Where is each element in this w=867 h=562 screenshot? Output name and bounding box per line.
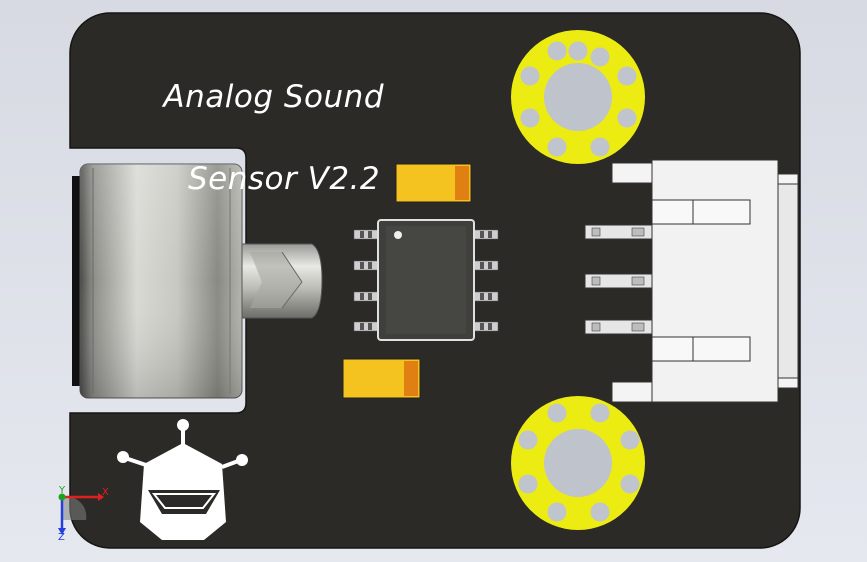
title-line-1: Analog Sound bbox=[163, 79, 384, 115]
capacitor-top bbox=[395, 163, 472, 203]
ic-chip bbox=[353, 219, 499, 341]
axis-y-label: Y bbox=[59, 485, 66, 496]
capacitor-bottom bbox=[342, 358, 421, 399]
mounting-hole-top bbox=[511, 30, 645, 164]
connector-3pin bbox=[584, 159, 799, 403]
axis-triad-icon bbox=[58, 493, 104, 535]
robot-logo-icon bbox=[117, 419, 248, 540]
board-silkscreen-title: Analog Sound Sensor V2.2 bbox=[122, 36, 384, 282]
mounting-hole-bottom bbox=[511, 396, 645, 530]
title-line-2: Sensor V2.2 bbox=[188, 161, 381, 197]
axis-x-label: X bbox=[102, 487, 109, 498]
microphone-icon bbox=[72, 163, 323, 399]
axis-z-label: Z bbox=[58, 532, 65, 543]
